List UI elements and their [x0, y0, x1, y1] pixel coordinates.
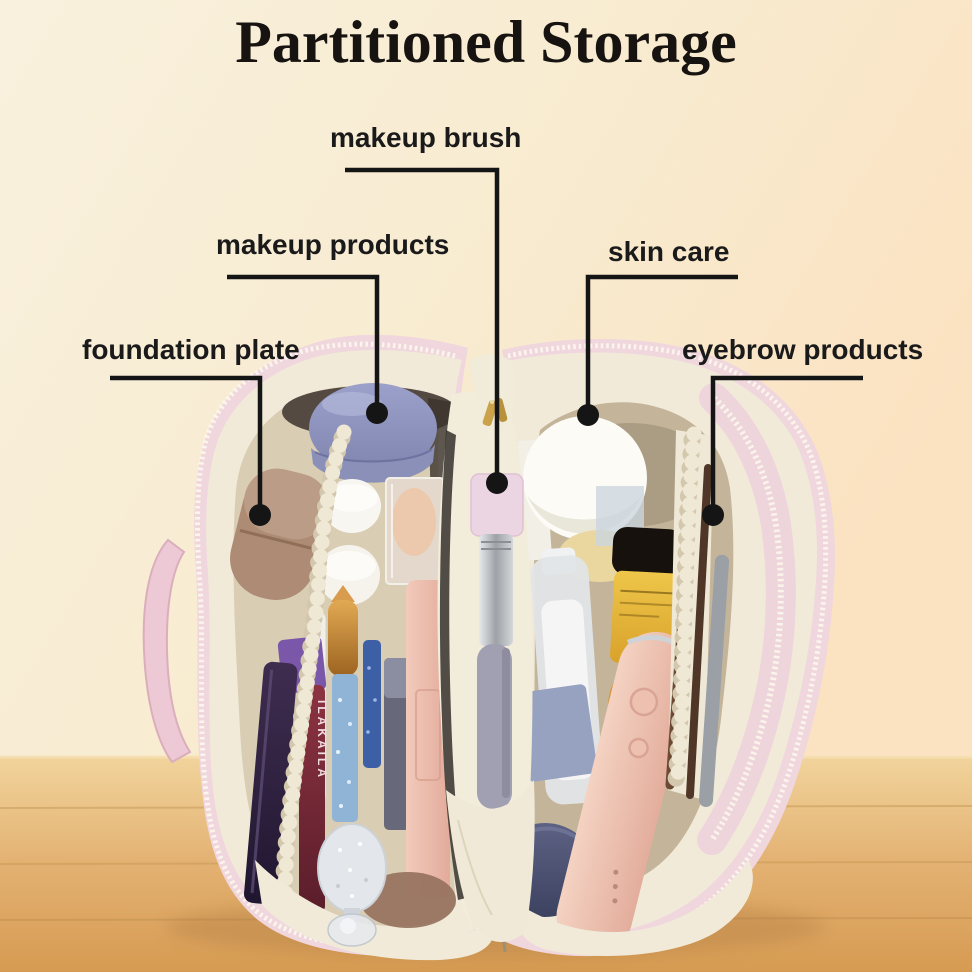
- callout-label-makeup-brush: makeup brush: [330, 122, 522, 153]
- center-divider-front: [446, 780, 535, 941]
- callout-dot-eyebrow-products: [702, 504, 724, 526]
- callout-dot-foundation-plate: [249, 504, 271, 526]
- callout-line-eyebrow-products: [710, 375, 863, 512]
- brush-ferrule: [479, 534, 513, 646]
- callout-label-makeup-products: makeup products: [216, 229, 450, 260]
- left-bottom-flap: [255, 860, 494, 961]
- sparkle-powder-bulb: [317, 823, 387, 947]
- callout-line-makeup-products: [227, 274, 380, 410]
- left-zipper-teeth: [195, 341, 456, 951]
- callout-line-foundation-plate: [110, 375, 263, 512]
- cosmetic-bag: ILAKAILA: [142, 334, 836, 961]
- bag-handle: [142, 538, 192, 764]
- gray-eyeshadow-stick: [384, 658, 410, 830]
- callout-dot-skin-care: [577, 404, 599, 426]
- callout-label-foundation-plate: foundation plate: [82, 334, 300, 365]
- callout-line-skin-care: [585, 274, 738, 412]
- callout-dot-makeup-products: [366, 402, 388, 424]
- right-zipper-band: [697, 383, 796, 855]
- blue-gray-box: [516, 684, 598, 782]
- blue-glitter-tube: [363, 640, 381, 768]
- page-title: Partitioned Storage: [235, 9, 737, 75]
- purple-eyeliner: [244, 661, 298, 905]
- left-ruffle-pocket-edge: [274, 424, 352, 921]
- right-bottom-flap: [517, 860, 753, 956]
- right-ruffle-pocket-edge: [667, 426, 702, 789]
- callout-line-makeup-brush: [345, 167, 500, 480]
- cream-jars: [318, 479, 381, 605]
- divider-slit-shadow: [439, 430, 466, 900]
- callout-dot-makeup-brush: [486, 472, 508, 494]
- makeup-brush-item: [470, 473, 524, 809]
- lip-tube-brand-text: ILAKAILA: [315, 700, 329, 780]
- right-zipper-teeth: [507, 343, 829, 949]
- callout-label-skin-care: skin care: [608, 236, 730, 267]
- gold-lipstick-mascara: [328, 585, 358, 822]
- pink-facial-device: [556, 631, 696, 955]
- callout-label-eyebrow-products: eyebrow products: [682, 334, 924, 365]
